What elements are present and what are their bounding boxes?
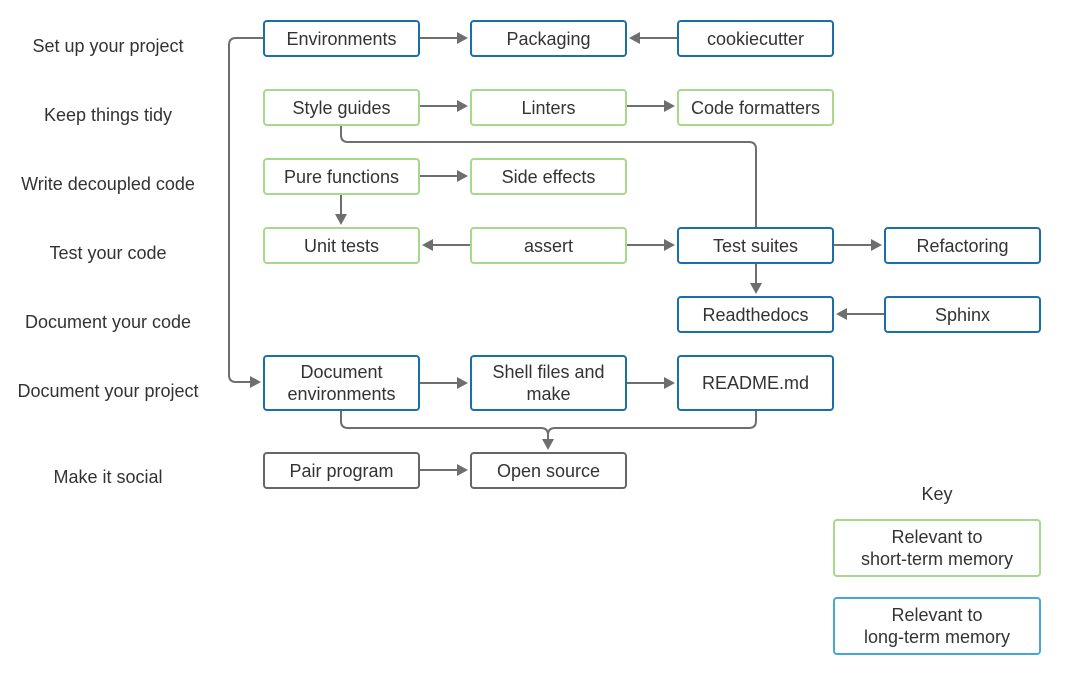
arrowhead-shell-files-make [457,377,468,389]
row-label-social: Make it social [53,467,163,487]
node-cookiecutter: cookiecutter [677,20,834,57]
key-title: Key [921,484,953,504]
row-label-doc-project: Document your project [17,381,199,401]
arrowhead-packaging [629,32,640,44]
node-unit-tests: Unit tests [263,227,420,264]
arrowhead-document-environments [250,376,261,388]
row-label-doc-code: Document your code [24,312,192,332]
node-code-formatters: Code formatters [677,89,834,126]
node-refactoring: Refactoring [884,227,1041,264]
node-readthedocs: Readthedocs [677,296,834,333]
node-document-environments: Document environments [263,355,420,411]
row-label-test: Test your code [49,243,167,263]
row-label-tidy: Keep things tidy [43,105,173,125]
arrowhead-open-source [457,464,468,476]
edge-document-environments-to-open-source [340,411,549,440]
node-packaging: Packaging [470,20,627,57]
key-long-term: Relevant to long-term memory [833,597,1041,655]
row-label-decoupled: Write decoupled code [21,174,195,194]
edge-style-guides-to-test-suites [340,126,757,227]
arrowhead-readthedocs [836,308,847,320]
edge-readme-to-open-source [547,411,757,436]
node-test-suites: Test suites [677,227,834,264]
node-pair-program: Pair program [263,452,420,489]
node-environments: Environments [263,20,420,57]
node-style-guides: Style guides [263,89,420,126]
arrowhead-readthedocs [750,283,762,294]
arrowhead-readme [664,377,675,389]
node-side-effects: Side effects [470,158,627,195]
arrowhead-unit-tests [335,214,347,225]
arrowhead-test-suites [664,239,675,251]
node-shell-files-make: Shell files and make [470,355,627,411]
arrowhead-code-formatters [664,100,675,112]
arrowhead-packaging [457,32,468,44]
arrowhead-side-effects [457,170,468,182]
arrowhead-unit-tests [422,239,433,251]
node-pure-functions: Pure functions [263,158,420,195]
node-open-source: Open source [470,452,627,489]
node-sphinx: Sphinx [884,296,1041,333]
key-short-term: Relevant to short-term memory [833,519,1041,577]
node-assert: assert [470,227,627,264]
node-readme: README.md [677,355,834,411]
arrowhead-refactoring [871,239,882,251]
arrowhead-open-source [542,439,554,450]
row-label-setup: Set up your project [32,36,184,56]
edge-environments-to-document-environments [228,37,263,383]
arrowhead-linters [457,100,468,112]
node-linters: Linters [470,89,627,126]
